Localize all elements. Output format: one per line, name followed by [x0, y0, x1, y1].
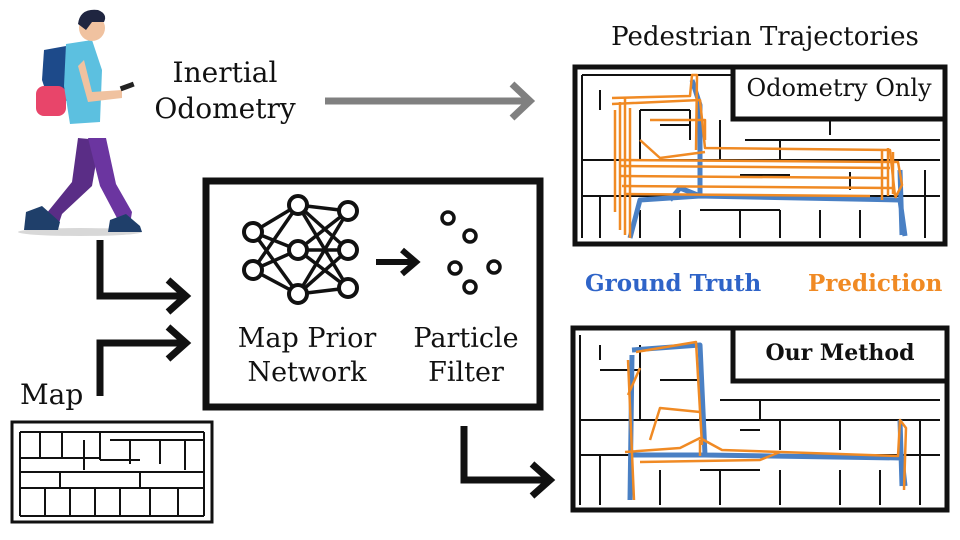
network-to-filter-arrow [376, 247, 421, 277]
map-to-network-arrow [96, 324, 192, 396]
inertial-label-line1: Inertial [172, 56, 278, 89]
pedestrian-icon [18, 9, 142, 236]
legend-prediction: Prediction [808, 270, 943, 297]
map-prior-network-label: Map Prior Network [222, 322, 392, 390]
pedestrian-to-network-arrow [96, 240, 192, 315]
pedestrian-trajectories-title: Pedestrian Trajectories [611, 22, 919, 52]
neural-network-icon [242, 194, 359, 305]
map-thumbnail [10, 420, 214, 524]
particle-cloud-icon [440, 210, 502, 295]
odometry-only-panel [572, 64, 948, 247]
map-label: Map [20, 378, 84, 411]
our-method-panel [570, 325, 950, 513]
particle-filter-label: Particle Filter [398, 322, 534, 390]
our-method-label: Our Method [765, 340, 915, 366]
map-prior-line1: Map Prior [237, 323, 377, 354]
map-prior-line2: Network [247, 357, 367, 388]
odometry-arrow [325, 81, 536, 121]
particle-label-line1: Particle [413, 323, 519, 354]
odometry-only-label: Odometry Only [746, 74, 932, 102]
pipeline-box [202, 177, 544, 411]
inertial-odometry-label: Inertial Odometry [150, 55, 300, 127]
particle-label-line2: Filter [428, 357, 504, 388]
network-to-result-arrow [460, 426, 556, 499]
legend-ground-truth: Ground Truth [585, 270, 762, 297]
inertial-label-line2: Odometry [154, 92, 296, 125]
